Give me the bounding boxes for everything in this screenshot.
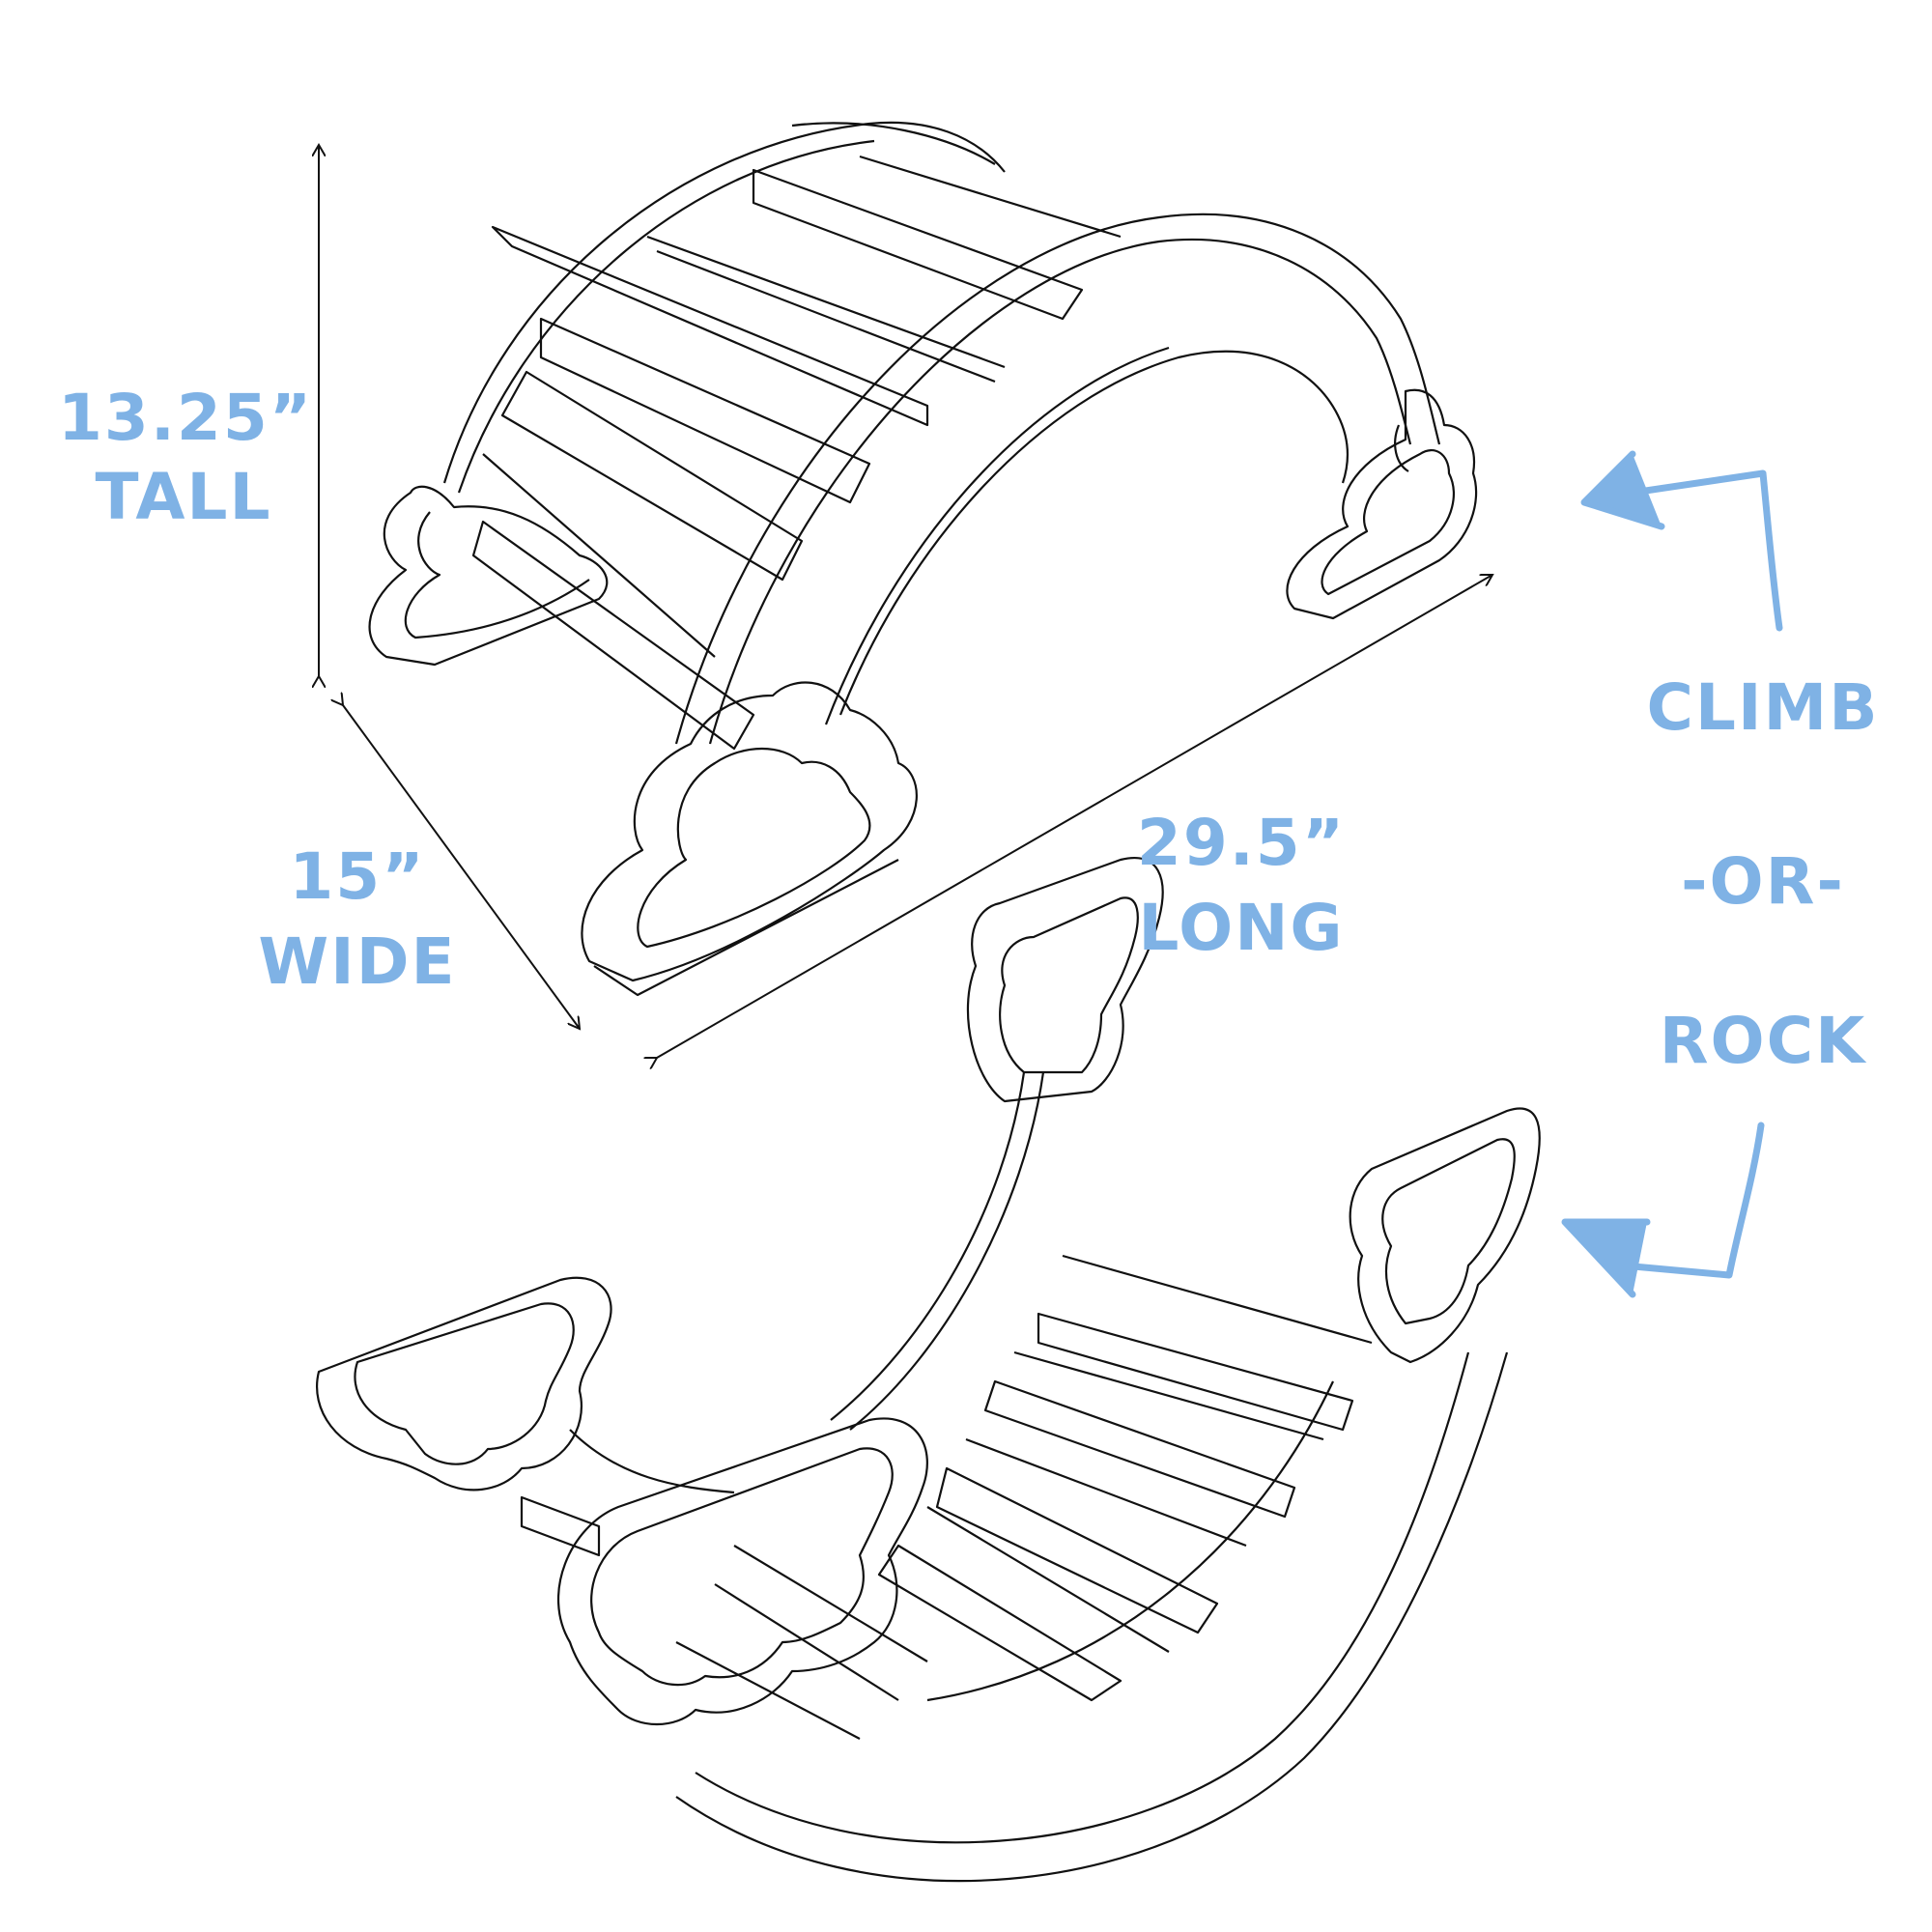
length-label: 29.5” LONG <box>1121 811 1362 960</box>
climb-arrow <box>1629 469 1783 632</box>
width-value: 15” <box>289 839 426 914</box>
dimension-arrows <box>319 145 1492 1058</box>
climb-arrowhead <box>1580 450 1665 530</box>
rock-label: ROCK <box>1659 1004 1867 1078</box>
length-value: 29.5” <box>1136 806 1347 880</box>
climb-label: CLIMB <box>1646 670 1880 745</box>
length-arrow <box>657 575 1492 1058</box>
width-unit: WIDE <box>258 924 457 999</box>
length-unit: LONG <box>1138 891 1345 965</box>
height-value: 13.25” <box>58 381 314 455</box>
height-label: 13.25” TALL <box>58 381 314 534</box>
rock-arrowhead <box>1561 1218 1651 1298</box>
or-label: -OR- <box>1681 844 1845 919</box>
height-unit: TALL <box>95 460 272 534</box>
width-label: 15” WIDE <box>242 845 473 994</box>
mode-arrows <box>1561 450 1783 1298</box>
width-arrow <box>343 705 580 1029</box>
rock-arrow <box>1619 1122 1765 1279</box>
rocker-drawing <box>316 857 1541 1883</box>
